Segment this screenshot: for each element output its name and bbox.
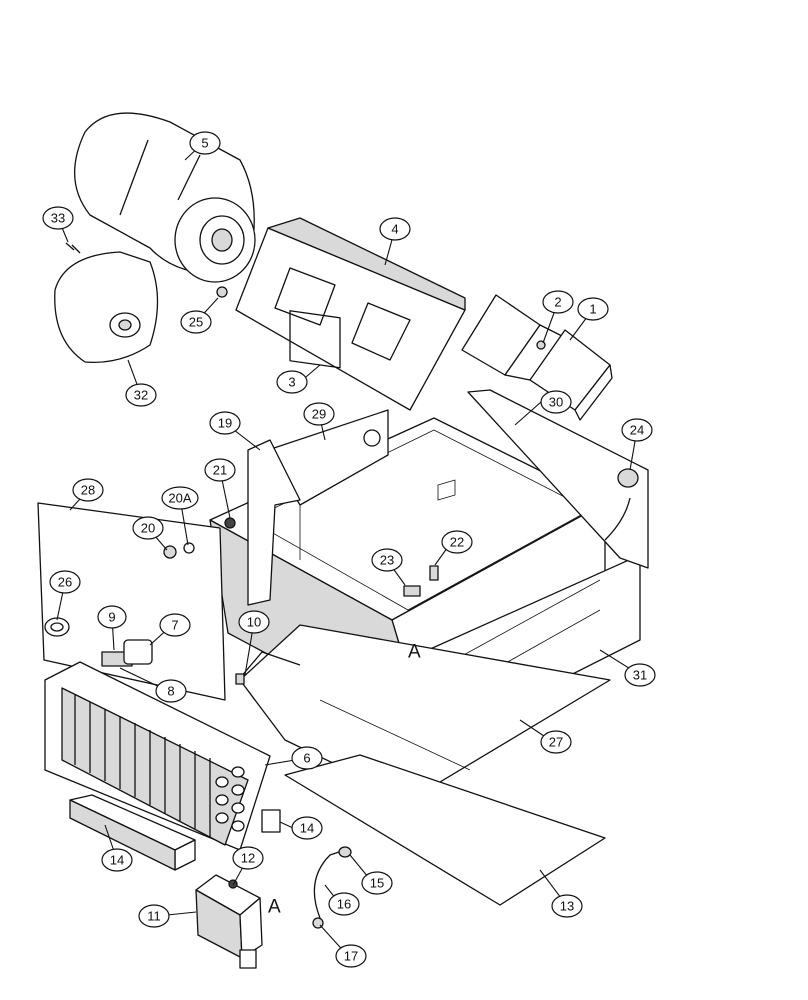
reference-marker-a-housing: A [408,642,421,663]
tray-plate [235,217,466,411]
hose-fittings [312,846,352,929]
svg-text:17: 17 [344,949,358,964]
callout-22: 22 [441,530,473,554]
svg-text:8: 8 [167,684,174,699]
callout-16: 16 [328,892,360,916]
reference-marker-a-valve: A [268,897,281,918]
callout-17: 17 [335,944,367,968]
svg-text:22: 22 [450,535,464,550]
svg-text:25: 25 [189,315,203,330]
svg-text:20A: 20A [168,491,191,506]
svg-text:29: 29 [312,407,326,422]
svg-text:2: 2 [554,295,561,310]
callout-5: 5 [189,131,221,155]
rear-panel [467,389,649,569]
bracket [461,294,613,421]
svg-text:14: 14 [110,853,124,868]
callout-13: 13 [551,894,583,918]
svg-text:16: 16 [337,897,351,912]
svg-text:10: 10 [247,615,261,630]
callout-9: 9 [97,605,127,629]
svg-text:32: 32 [134,388,148,403]
svg-text:13: 13 [560,899,574,914]
callout-24: 24 [621,418,653,442]
side-panel [247,409,389,606]
callout-30: 30 [540,390,572,414]
callout-20a: 20A [161,486,199,510]
hardware-fasteners [65,242,439,597]
callout-32: 32 [125,383,157,407]
callout-27: 27 [540,730,572,754]
callout-3: 3 [276,370,308,394]
svg-text:28: 28 [81,483,95,498]
svg-text:11: 11 [147,909,161,924]
svg-text:1: 1 [589,302,596,317]
callout-1: 1 [577,297,609,321]
svg-text:A: A [408,642,421,663]
callout-7: 7 [159,613,191,637]
svg-text:4: 4 [391,222,398,237]
side-cover [37,502,226,701]
heater-core [44,639,271,851]
callout-28: 28 [72,478,104,502]
callout-25: 25 [180,310,212,334]
svg-text:9: 9 [108,610,115,625]
svg-text:5: 5 [201,136,208,151]
callout-4: 4 [379,217,411,241]
callout-12: 12 [232,846,264,870]
svg-text:12: 12 [241,851,255,866]
svg-text:23: 23 [380,553,394,568]
callout-6: 6 [291,746,323,770]
svg-text:30: 30 [549,395,563,410]
callout-14-right: 14 [291,816,323,840]
svg-text:20: 20 [141,521,155,536]
callout-23: 23 [371,548,403,572]
svg-text:A: A [268,897,281,918]
control-valve [195,874,263,969]
tube-bends [215,766,245,832]
svg-text:21: 21 [213,463,227,478]
svg-text:33: 33 [51,211,65,226]
svg-text:24: 24 [630,423,644,438]
svg-text:27: 27 [549,735,563,750]
svg-text:26: 26 [58,575,72,590]
callout-19: 19 [209,411,241,435]
callout-26: 26 [49,570,81,594]
callout-14-left: 14 [101,848,133,872]
svg-text:7: 7 [171,618,178,633]
callout-31: 31 [624,663,656,687]
callout-11: 11 [138,904,170,928]
callout-29: 29 [303,402,335,426]
callout-10: 10 [238,610,270,634]
callout-15: 15 [361,871,393,895]
foam-strip [69,794,281,871]
svg-text:15: 15 [370,876,384,891]
svg-text:6: 6 [303,751,310,766]
svg-text:19: 19 [218,416,232,431]
callout-8: 8 [155,679,187,703]
svg-text:14: 14 [300,821,314,836]
temperature-sensor [235,651,301,685]
callout-33: 33 [42,206,74,230]
callout-20: 20 [132,516,164,540]
svg-text:3: 3 [288,375,295,390]
svg-text:31: 31 [633,668,647,683]
callout-2: 2 [542,290,574,314]
blower-motor-housing [54,244,159,364]
floor-plate [239,624,611,906]
callout-21: 21 [204,458,236,482]
